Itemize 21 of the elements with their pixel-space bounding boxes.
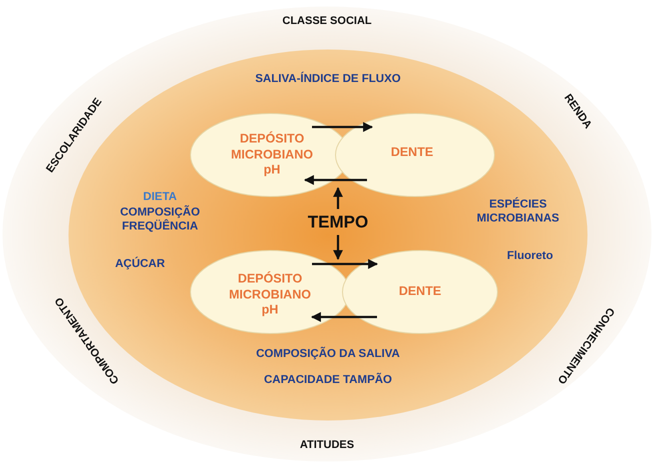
oval-label: DEPÓSITO MICROBIANO pH	[228, 272, 312, 318]
factor-label: COMPOSIÇÃO DA SALIVA	[255, 346, 401, 362]
factor-label: COMPOSIÇÃO FREQÜÊNCIA	[119, 206, 201, 234]
oval-label: DEPÓSITO MICROBIANO pH	[230, 132, 314, 178]
factor-label: CAPACIDADE TAMPÃO	[263, 372, 393, 388]
oval-label: DENTE	[398, 284, 442, 300]
factor-label: DIETA	[142, 190, 178, 204]
oval-label: DENTE	[390, 145, 434, 161]
arrow	[333, 187, 343, 209]
factor-label: CLASSE SOCIAL	[281, 15, 373, 29]
factor-label: Fluoreto	[506, 248, 554, 264]
arrow	[312, 259, 378, 269]
factor-label: ESPÉCIES MICROBIANAS	[476, 198, 560, 226]
factor-label: AÇÚCAR	[114, 256, 166, 272]
factor-label: ATITUDES	[298, 439, 356, 453]
factor-label: SALIVA-ÍNDICE DE FLUXO	[254, 72, 402, 86]
arrow	[312, 122, 373, 132]
time-label: TEMPO	[306, 211, 370, 233]
arrow	[311, 312, 377, 322]
arrow	[304, 175, 367, 185]
arrow	[333, 235, 343, 260]
